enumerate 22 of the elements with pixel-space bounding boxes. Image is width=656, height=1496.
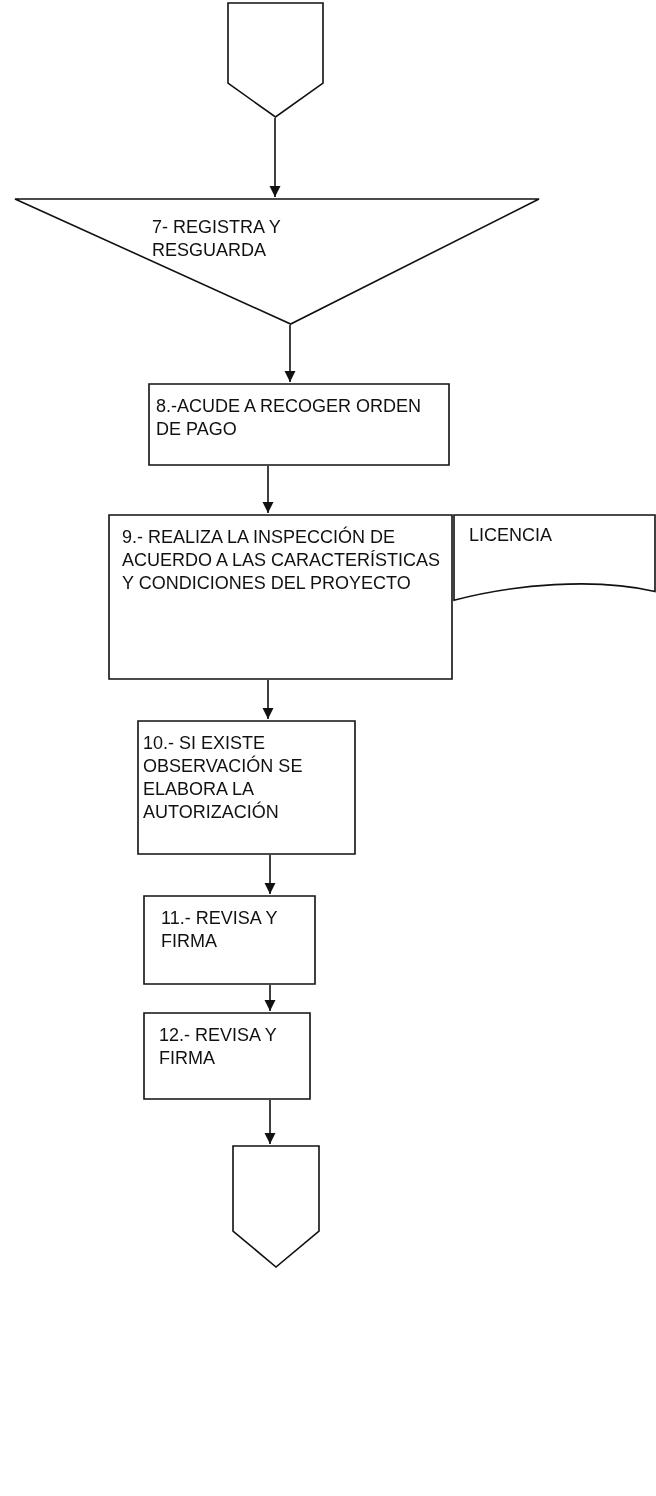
step-text: 7- REGISTRA Y RESGUARDA — [152, 216, 282, 262]
storage-triangle — [14, 198, 540, 325]
process-box — [148, 383, 450, 466]
arrow — [284, 324, 296, 383]
step-text: 11.- REVISA Y FIRMA — [161, 907, 279, 953]
process-box — [137, 720, 356, 855]
arrow — [264, 984, 276, 1012]
arrow — [264, 854, 276, 895]
off-page-connector — [227, 2, 324, 118]
process-box — [143, 895, 316, 985]
step-text: 9.- REALIZA LA INSPECCIÓN DE ACUERDO A LAS CARACTERÍSTICAS Y CONDICIONES DEL PROYECTO — [122, 526, 442, 595]
step-text: 12.- REVISA Y FIRMA — [159, 1024, 278, 1070]
process-box — [143, 1012, 311, 1100]
arrow — [269, 117, 281, 198]
arrow — [262, 465, 274, 514]
document-shape — [453, 514, 656, 602]
off-page-connector — [232, 1145, 320, 1268]
step-text: 10.- SI EXISTE OBSERVACIÓN SE ELABORA LA AUTORIZACIÓN — [143, 732, 304, 824]
arrow — [262, 679, 274, 720]
step-text: 8.-ACUDE A RECOGER ORDEN DE PAGO — [156, 395, 423, 441]
step-text: LICENCIA — [469, 524, 554, 547]
arrow — [264, 1099, 276, 1145]
